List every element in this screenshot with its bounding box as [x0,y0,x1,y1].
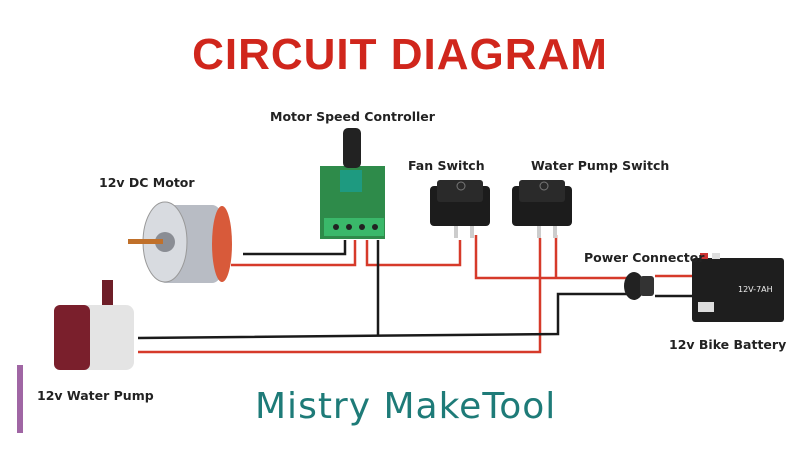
fan-switch-label: Fan Switch [408,158,485,173]
battery-rating: 12V-7AH [738,285,773,294]
wire-pump-negative [137,292,628,340]
battery-label: 12v Bike Battery [669,337,787,352]
wire-motor-positive [231,240,357,267]
power-connector-image [624,272,654,300]
wire-motor-negative [243,240,347,256]
water-pump-switch-label: Water Pump Switch [531,158,670,173]
battery-image: 12V-7AH [692,253,784,322]
water-pump-switch-image [512,180,572,238]
wire-fan-switch-to-connector [474,235,628,280]
brand-watermark: Mistry MakeTool [255,386,557,427]
dc-motor-label: 12v DC Motor [99,175,195,190]
speed-controller-image [320,128,385,239]
accent-bar [17,365,23,433]
power-connector-label: Power Connector [584,250,705,265]
wire-controller-to-fan-switch [365,240,462,267]
wire-pump-positive [138,238,542,354]
water-pump-label: 12v Water Pump [37,388,154,403]
page-title: CIRCUIT DIAGRAM [192,30,608,79]
fan-switch-image [430,180,490,238]
motor-speed-controller-label: Motor Speed Controller [270,109,435,124]
dc-motor-image [128,201,232,283]
water-pump-image [54,280,134,370]
